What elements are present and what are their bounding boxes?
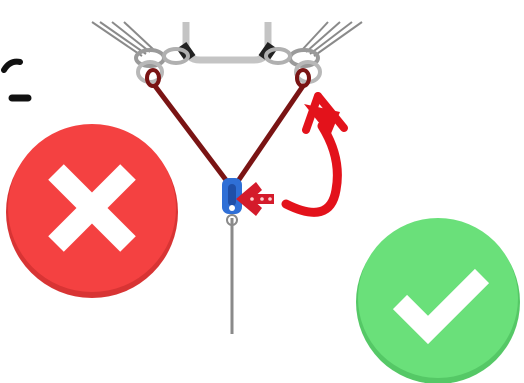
sling-loops: [145, 68, 311, 88]
suspension-lines-right: [301, 21, 363, 57]
line-eyelet: [226, 214, 238, 226]
right-badge: [356, 218, 520, 383]
shackle-right: [264, 47, 322, 84]
check-mark-icon: [392, 268, 490, 345]
curved-arrow-icon: [281, 92, 348, 217]
spreader-bar: [182, 22, 272, 64]
v-sling: [152, 83, 306, 187]
pointer-arrow-icon: [236, 182, 274, 216]
suspension-lines-left: [91, 21, 155, 57]
decorative-dashes: [1, 58, 32, 102]
x-mark-icon: [48, 164, 136, 252]
wrong-badge: [6, 124, 178, 298]
blue-clip: [222, 178, 242, 214]
